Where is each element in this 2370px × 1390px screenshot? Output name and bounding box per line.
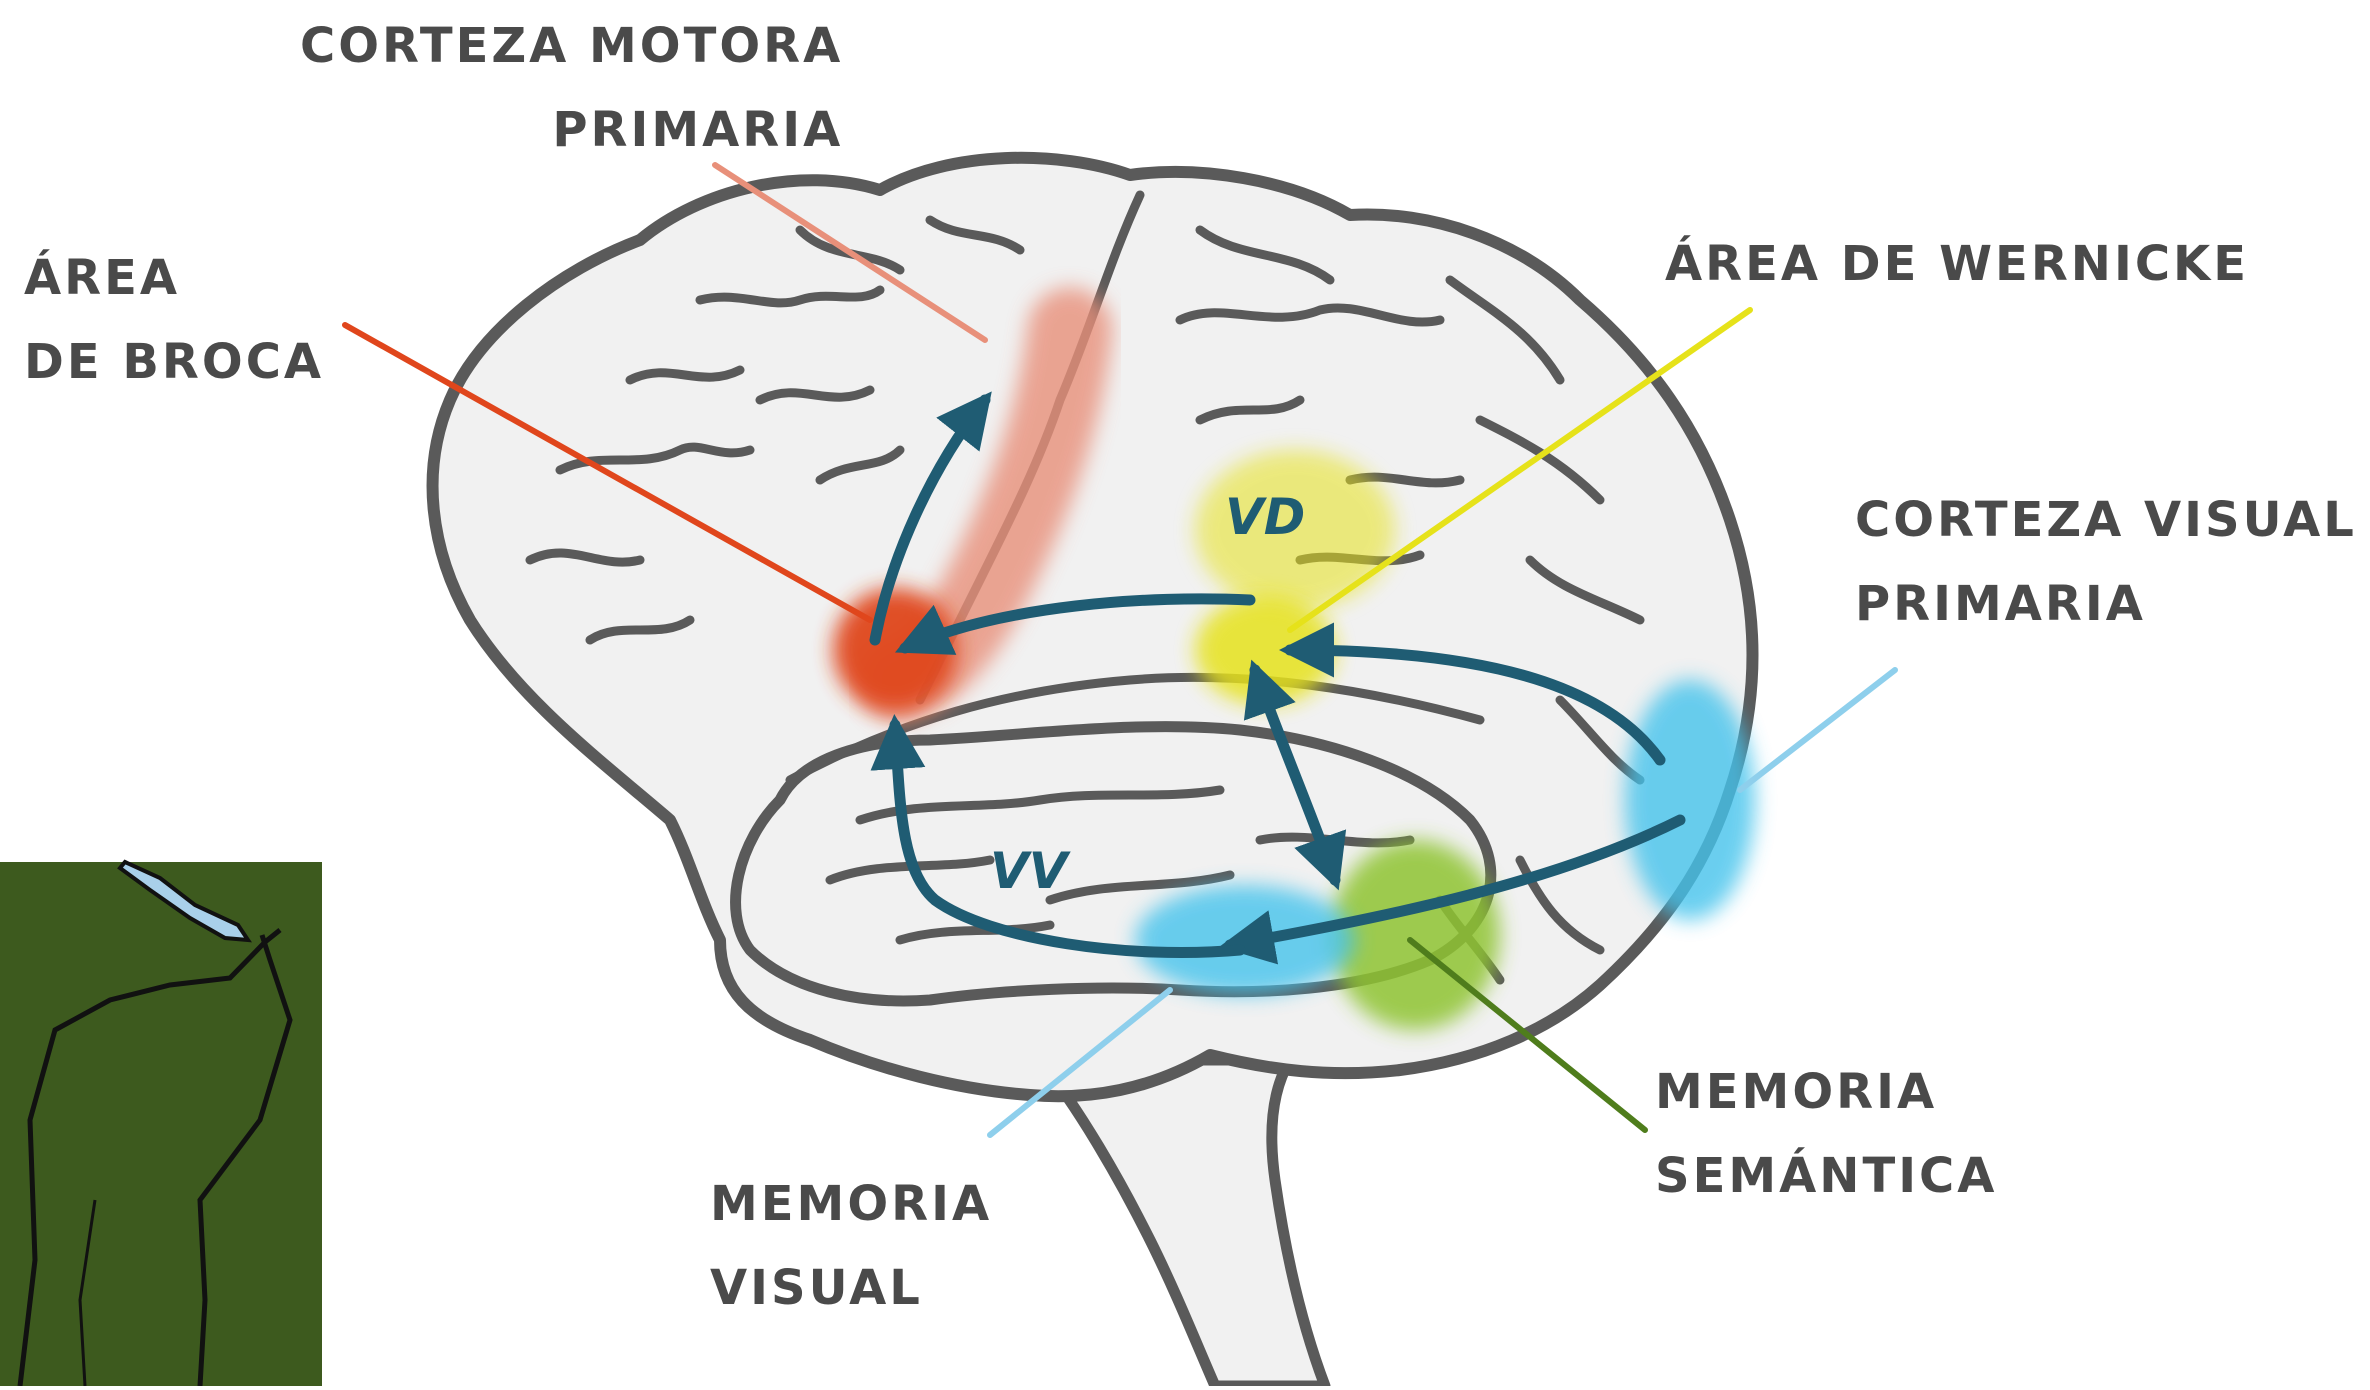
map-inset xyxy=(0,862,322,1386)
visual-cortex-region xyxy=(1625,680,1755,920)
visual-cortex-leader-line xyxy=(1740,670,1895,790)
semantic-memory-region xyxy=(1330,840,1500,1030)
map-land xyxy=(0,862,322,1386)
wernicke-area-label: ÁREA DE WERNICKE xyxy=(1665,222,2249,306)
brainstem xyxy=(1040,1060,1325,1386)
primary-motor-cortex-label: CORTEZA MOTORA PRIMARIA xyxy=(300,4,843,172)
broca-area-label: ÁREA DE BROCA xyxy=(24,236,324,404)
ventral-pathway-label: VV xyxy=(990,842,1067,900)
primary-visual-cortex-label: CORTEZA VISUAL PRIMARIA xyxy=(1855,478,2357,646)
dorsal-pathway-label: VD xyxy=(1225,488,1305,546)
semantic-memory-label: MEMORIA SEMÁNTICA xyxy=(1655,1050,1997,1218)
visual-memory-label: MEMORIA VISUAL xyxy=(710,1162,992,1330)
